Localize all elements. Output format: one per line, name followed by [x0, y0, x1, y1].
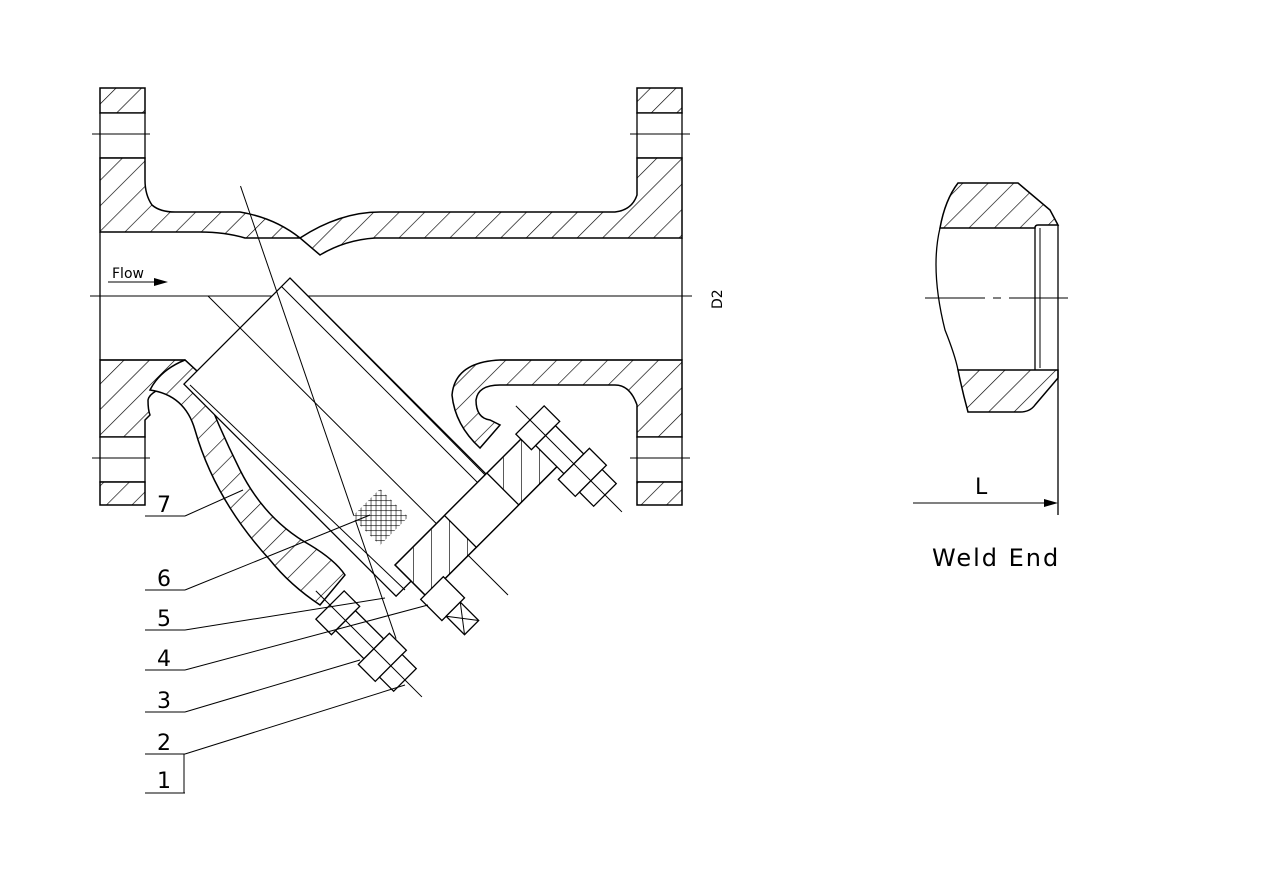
callout-6: 6	[145, 514, 371, 592]
weld-end-label: Weld End	[932, 544, 1060, 572]
callout-1: 1	[145, 754, 185, 794]
callout-number: 1	[157, 769, 171, 794]
strainer-body-leg	[148, 359, 346, 606]
callout-number: 6	[157, 567, 171, 592]
upper-bolt-assembly	[514, 404, 623, 513]
callout-3: 3	[145, 659, 361, 714]
callout-7: 7	[145, 489, 244, 518]
lower-bolt-assembly	[314, 589, 423, 698]
dimension-d2-label: D2	[710, 289, 726, 309]
dimension-l-label: L	[975, 475, 988, 500]
callout-2: 2	[145, 684, 406, 756]
left-flange-top	[92, 87, 303, 239]
callout-4: 4	[145, 604, 429, 672]
callout-number: 7	[157, 493, 171, 518]
callout-5: 5	[145, 597, 386, 632]
flow-label: Flow	[112, 266, 144, 282]
drain-plug	[419, 575, 480, 636]
flow-arrow	[108, 278, 168, 286]
callout-number: 4	[157, 647, 171, 672]
weld-end-detail: L Weld End	[913, 182, 1068, 572]
right-flange-top	[298, 87, 690, 256]
callout-number: 5	[157, 607, 171, 632]
callout-number: 2	[157, 731, 171, 756]
callout-number: 3	[157, 689, 171, 714]
right-flange-bottom	[451, 359, 690, 506]
